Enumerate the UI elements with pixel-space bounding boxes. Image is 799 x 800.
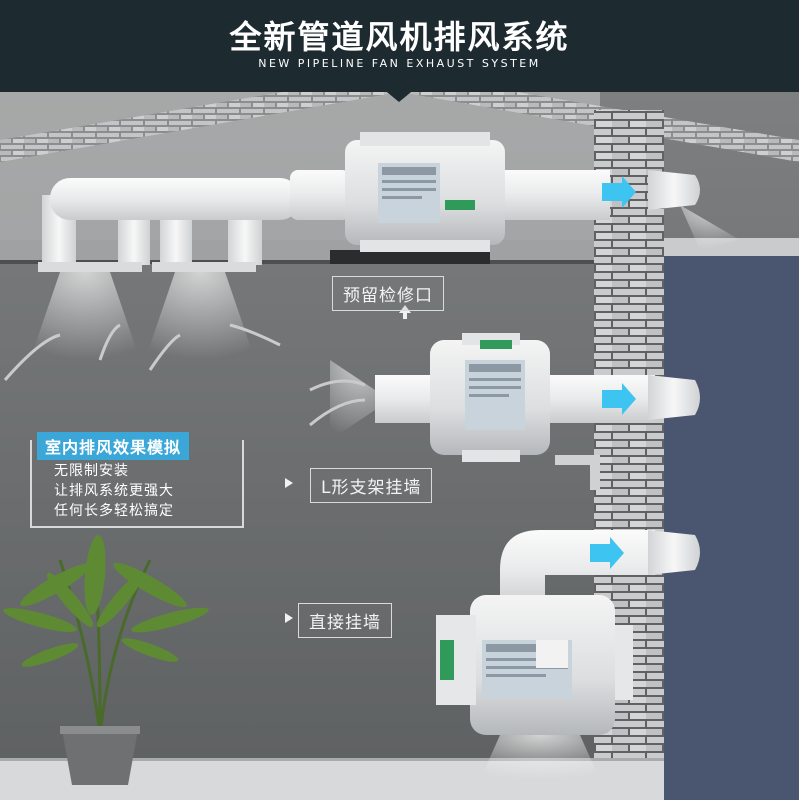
info-line-1: 无限制安装: [54, 463, 129, 479]
page-subtitle: NEW PIPELINE FAN EXHAUST SYSTEM: [258, 57, 541, 70]
airflow-arrows: [590, 176, 636, 569]
inline-fan-bottom: [436, 530, 655, 780]
pointer-arrows: [285, 305, 411, 623]
ceiling-duct: [38, 170, 350, 272]
exhaust-hood-middle: [648, 375, 700, 420]
label-bracket-mount: L形支架挂墙: [310, 468, 433, 503]
info-line-3: 任何长多轻松搞定: [54, 503, 174, 519]
label-direct-mount: 直接挂墙: [298, 603, 392, 638]
airflow-indoor: [3, 272, 390, 440]
roof-left: [0, 72, 400, 162]
exterior-wall: [664, 250, 799, 800]
access-hatch: [330, 250, 490, 264]
ceiling-slab: [0, 240, 600, 262]
header-bar: [0, 0, 799, 92]
header-notch: [382, 88, 416, 102]
potted-plant: [3, 535, 209, 785]
exhaust-hood-bottom: [648, 530, 700, 575]
label-access-port: 预留检修口: [332, 276, 444, 311]
page-title: 全新管道风机排风系统: [229, 18, 570, 56]
exhaust-hood-top: [648, 170, 740, 250]
info-panel-title: 室内排风效果模拟: [37, 432, 190, 460]
inline-fan-top: [345, 132, 610, 252]
inline-fan-middle: [375, 333, 655, 490]
info-line-2: 让排风系统更强大: [54, 483, 174, 499]
info-panel: [30, 440, 244, 528]
